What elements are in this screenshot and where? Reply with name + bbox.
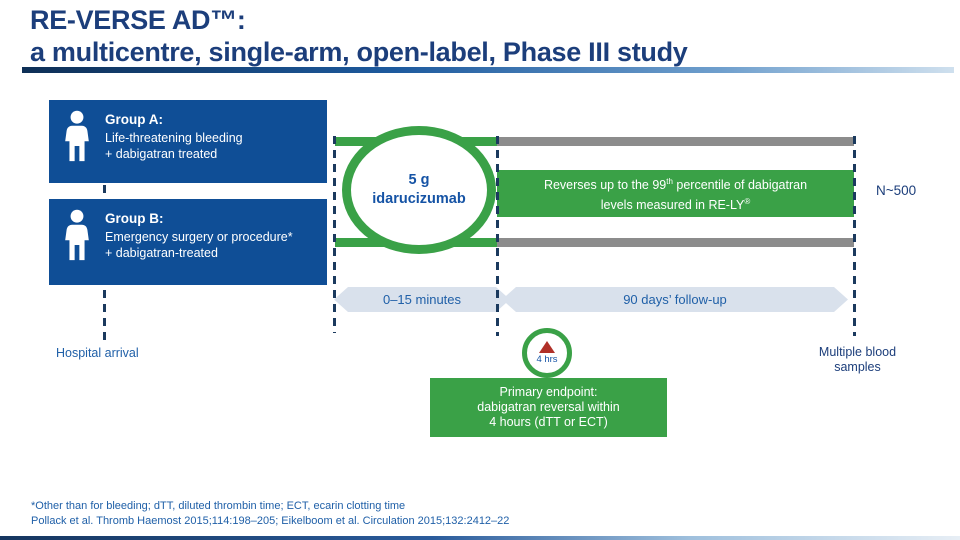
four-hours-marker: 4 hrs: [522, 328, 572, 378]
group-a-box: Group A: Life-threatening bleeding + dab…: [49, 100, 327, 183]
timeline-dash-end: [853, 136, 856, 336]
reversal-effect-line1: Reverses up to the 99th percentile of da…: [544, 174, 807, 193]
group-b-heading: Group B:: [105, 211, 164, 226]
footnote-definitions: *Other than for bleeding; dTT, diluted t…: [31, 500, 406, 512]
slide-title-line1: RE-VERSE AD™:: [30, 5, 246, 35]
endpoint-line3: 4 hours (dTT or ECT): [489, 415, 608, 429]
arrow-long-label: 90 days’ follow-up: [623, 292, 727, 307]
person-icon: [60, 209, 94, 270]
top-bar-gray: [497, 137, 854, 146]
blood-samples-label: Multiple blood samples: [818, 345, 897, 374]
arrow-90-days: 90 days’ follow-up: [502, 287, 848, 312]
registered-mark: ®: [744, 196, 751, 206]
endpoint-line2: dabigatran reversal within: [477, 400, 620, 414]
reversal-effect-line2: levels measured in RE-LY®: [601, 194, 751, 213]
arrow-short-label: 0–15 minutes: [382, 292, 462, 307]
group-a-line2: + dabigatran treated: [105, 147, 218, 161]
reversal-text-rest: percentile of dabigatran: [672, 178, 808, 193]
timeline-dash-start: [333, 136, 336, 333]
bottom-rule: [0, 536, 960, 540]
bottom-bar-gray: [497, 238, 854, 247]
reversal-effect-box: Reverses up to the 99th percentile of da…: [497, 170, 854, 217]
person-icon: [60, 110, 94, 171]
hospital-arrival-label: Hospital arrival: [56, 346, 139, 360]
dose-amount: 5 g: [408, 172, 430, 188]
group-connector-dash: [103, 185, 106, 197]
slide-title-line2: a multicentre, single-arm, open-label, P…: [30, 37, 688, 67]
group-a-heading: Group A:: [105, 112, 163, 127]
sample-size-label: N~500: [876, 183, 917, 198]
reversal-text2: levels measured in RE-LY: [600, 197, 745, 212]
group-b-line1: Emergency surgery or procedure*: [105, 230, 293, 244]
hospital-connector-dash: [103, 290, 106, 341]
dose-circle: 5 g idarucizumab: [342, 126, 496, 254]
dose-drug: idarucizumab: [372, 191, 466, 207]
triangle-up-icon: [539, 341, 555, 353]
superscript-th: th: [666, 177, 673, 187]
group-b-line2: + dabigatran-treated: [105, 246, 218, 260]
arrow-0-15-minutes: 0–15 minutes: [334, 287, 510, 312]
endpoint-line1: Primary endpoint:: [499, 385, 598, 399]
group-b-box: Group B: Emergency surgery or procedure*…: [49, 199, 327, 285]
timeline-dash-mid: [496, 136, 499, 336]
four-hours-label: 4 hrs: [536, 354, 558, 365]
reversal-text: Reverses up to the 99: [543, 178, 667, 193]
primary-endpoint-box: Primary endpoint: dabigatran reversal wi…: [430, 378, 667, 437]
title-underline: [22, 67, 954, 73]
group-a-line1: Life-threatening bleeding: [105, 131, 243, 145]
footnote-references: Pollack et al. Thromb Haemost 2015;114:1…: [31, 515, 510, 527]
